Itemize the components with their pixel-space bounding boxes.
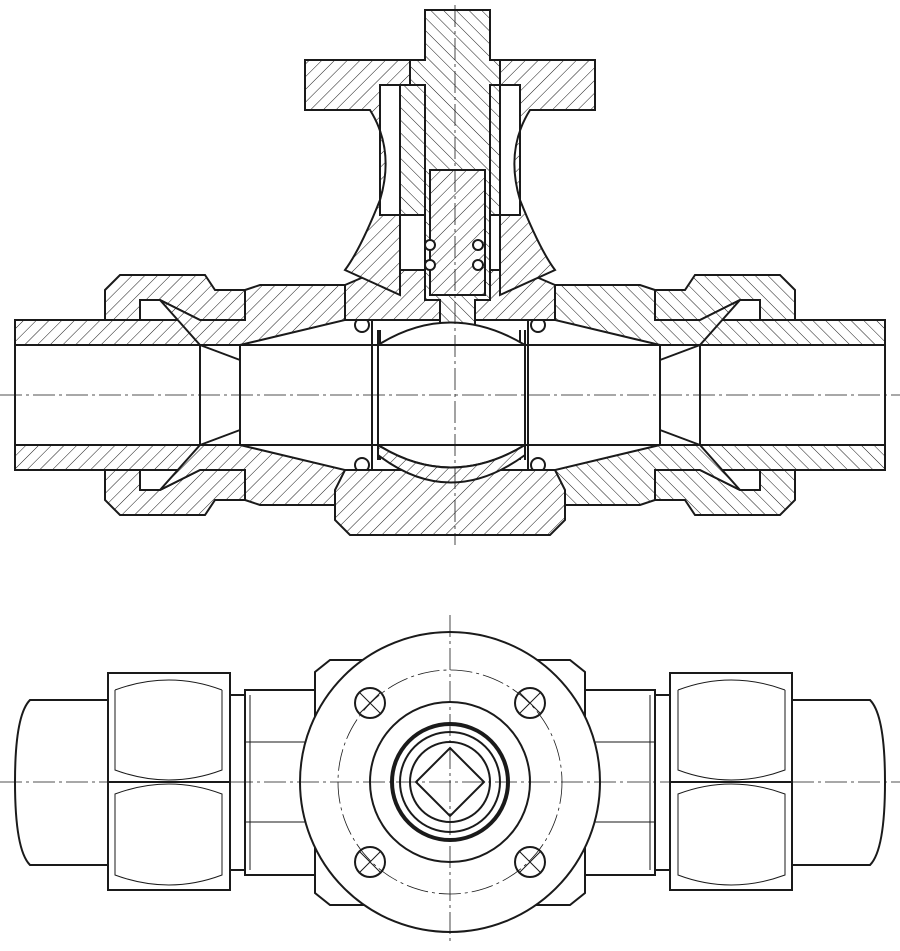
- bonnet-section: [304, 59, 596, 297]
- ball: [377, 321, 526, 484]
- stem-o-rings: [424, 239, 484, 271]
- top-view: [0, 615, 900, 945]
- bolt-hole: [354, 846, 386, 878]
- bolt-hole: [514, 687, 546, 719]
- section-view: [0, 5, 900, 545]
- stem-insert: [429, 169, 486, 296]
- left-end-fitting-top: [14, 672, 316, 891]
- bolt-holes: [354, 687, 546, 878]
- bottom-cap-section: [334, 469, 566, 536]
- bolt-hole: [514, 846, 546, 878]
- right-end-fitting-top: [584, 672, 886, 891]
- packing-bushing-right: [489, 84, 501, 216]
- bolt-hole: [354, 687, 386, 719]
- packing-bushing: [399, 84, 426, 216]
